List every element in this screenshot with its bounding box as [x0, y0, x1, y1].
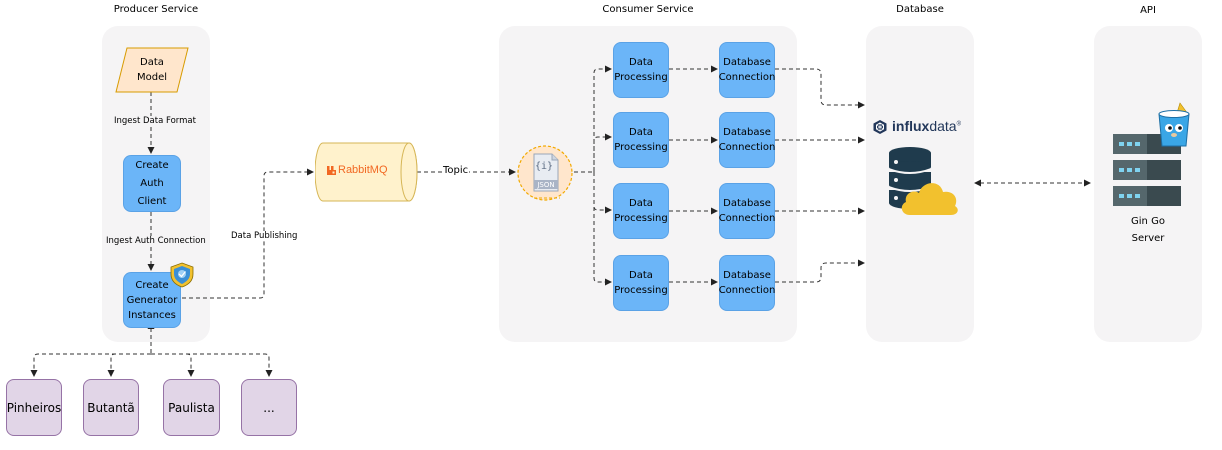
label-ingest-auth-connection: Ingest Auth Connection	[105, 236, 207, 246]
influx-logo-icon	[873, 120, 887, 134]
auth-line-3: Client	[137, 195, 167, 207]
region-pinheiros: Pinheiros	[6, 379, 62, 436]
data-model-shape	[115, 47, 189, 93]
influx-brand-bold: influx	[892, 118, 930, 134]
proc2-l2: Processing	[614, 142, 668, 153]
gopher-mascot-icon	[1158, 102, 1190, 147]
conn3-l2: Connection	[718, 213, 776, 224]
region-butanta: Butantã	[83, 379, 139, 436]
api-panel	[1094, 26, 1202, 342]
conn4-l2: Connection	[718, 285, 776, 296]
proc4-l2: Processing	[614, 285, 668, 296]
api-title: API	[1140, 5, 1156, 16]
generator-line-2: Generator	[126, 294, 178, 306]
data-model-line-2: Model	[136, 72, 168, 83]
edge-fan-3	[593, 172, 612, 214]
region-more: ...	[241, 379, 297, 436]
shield-icon	[170, 262, 194, 288]
gin-go-server-label: Gin Go Server	[1108, 213, 1188, 247]
label-data-publishing: Data Publishing	[230, 231, 299, 241]
generator-line-3: Instances	[128, 309, 176, 321]
producer-title: Producer Service	[113, 4, 199, 15]
edge-region-1	[30, 353, 151, 377]
auth-line-1: Create	[135, 159, 169, 171]
proc4-l1: Data	[629, 270, 653, 281]
data-model-line-1: Data	[140, 57, 164, 68]
conn1-l1: Database	[723, 57, 771, 68]
json-glyph: {i}	[534, 161, 554, 172]
proc3-l1: Data	[629, 198, 653, 209]
rabbitmq-logo-icon	[327, 166, 336, 175]
rabbitmq-brand: RabbitMQ	[338, 164, 388, 176]
edge-conn-db-1	[775, 68, 865, 109]
database-title: Database	[896, 4, 944, 15]
conn2-l2: Connection	[718, 142, 776, 153]
label-ingest-data-format: Ingest Data Format	[113, 116, 197, 126]
influx-brand-light: data	[929, 118, 957, 134]
auth-line-2: Auth	[140, 177, 164, 189]
json-label: JSON	[537, 181, 555, 189]
server-line-1: Gin Go	[1131, 216, 1165, 227]
influx-brand: influxdata®	[892, 118, 962, 134]
cloud-icon	[901, 183, 958, 215]
edge-conn-db-4	[775, 259, 865, 283]
label-topic: Topic	[442, 165, 470, 176]
proc1-l2: Processing	[614, 72, 668, 83]
rabbitmq-queue	[315, 142, 418, 202]
conn3-l1: Database	[723, 198, 771, 209]
generator-line-1: Create	[135, 279, 169, 291]
edge-fan-1	[574, 65, 612, 173]
edge-fan-2	[593, 133, 612, 172]
edge-region-2	[107, 353, 151, 377]
conn1-l2: Connection	[718, 72, 776, 83]
proc3-l2: Processing	[614, 213, 668, 224]
region-paulista: Paulista	[163, 379, 220, 436]
conn4-l1: Database	[723, 270, 771, 281]
edge-fan-4	[593, 172, 612, 286]
consumer-title: Consumer Service	[602, 4, 694, 15]
json-file-icon	[517, 145, 573, 201]
conn2-l1: Database	[723, 127, 771, 138]
edge-region-4	[151, 353, 273, 377]
edge-region-3	[151, 353, 195, 377]
proc2-l1: Data	[629, 127, 653, 138]
proc1-l1: Data	[629, 57, 653, 68]
server-line-2: Server	[1131, 233, 1165, 244]
